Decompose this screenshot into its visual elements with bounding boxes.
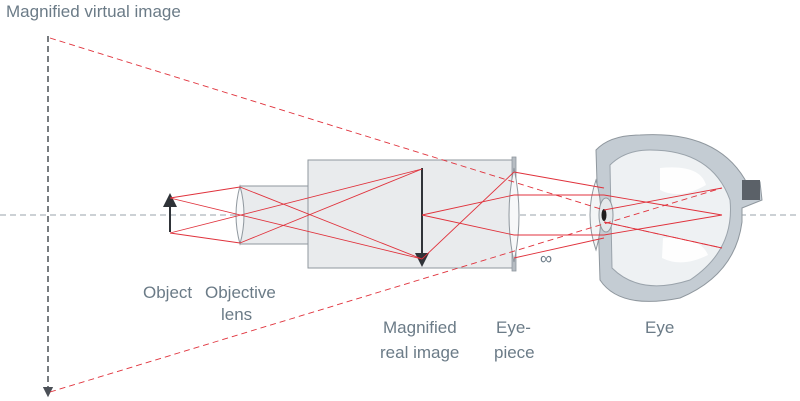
label-object: Object (143, 283, 192, 302)
label-eyepiece-line1: Eye- (496, 318, 531, 337)
virtual-ray-top (49, 37, 605, 211)
label-objective-line1: Objective (205, 283, 276, 302)
label-real-image-line2: real image (380, 343, 459, 362)
eye-illustration (589, 134, 763, 302)
label-eyepiece-line2: piece (494, 343, 535, 362)
label-objective-line2: lens (221, 305, 252, 324)
objective-barrel (239, 185, 309, 245)
label-virtual-image: Magnified virtual image (6, 2, 181, 21)
label-eye: Eye (645, 318, 674, 337)
microscope-tube (307, 159, 515, 269)
label-infinity: ∞ (540, 249, 552, 268)
label-real-image-line1: Magnified (383, 318, 457, 337)
virtual-ray-bottom (49, 187, 723, 393)
virtual-ray-axis (603, 221, 723, 249)
